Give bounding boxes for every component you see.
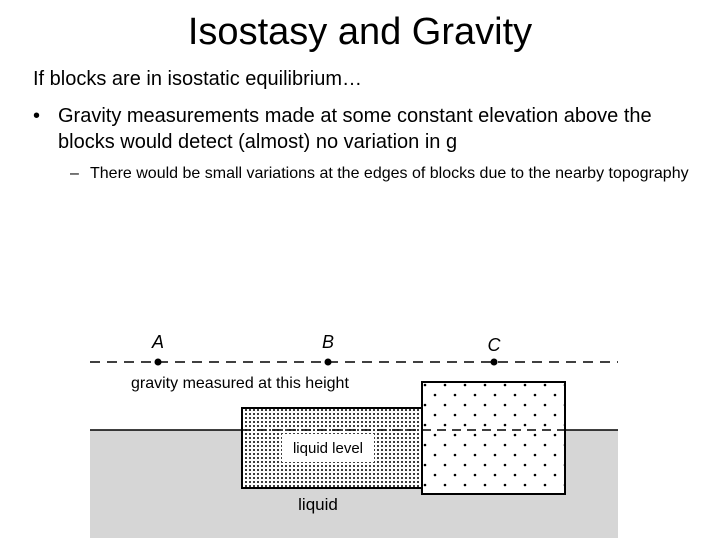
sub-bullet-text: There would be small variations at the e… bbox=[90, 165, 689, 182]
point-a-marker bbox=[154, 358, 162, 366]
point-b-marker bbox=[324, 358, 332, 366]
intro-text: If blocks are in isostatic equilibrium… bbox=[33, 68, 363, 90]
point-a-label: A bbox=[151, 332, 164, 352]
sub-bullet-marker: – bbox=[70, 165, 79, 182]
slide-title: Isostasy and Gravity bbox=[187, 11, 533, 53]
liquid-level-label-bg bbox=[282, 434, 374, 462]
point-c-marker bbox=[490, 358, 498, 366]
point-c-label: C bbox=[488, 335, 502, 355]
light-block bbox=[421, 381, 566, 495]
point-b-label: B bbox=[322, 332, 334, 352]
bullet-marker: • bbox=[33, 105, 41, 127]
isostasy-diagram: A B C gravity measured at this height li… bbox=[90, 332, 618, 538]
bullet-item: • Gravity measurements made at some cons… bbox=[33, 103, 693, 155]
measure-height-label: gravity measured at this height bbox=[131, 375, 349, 392]
liquid-level-label: liquid level bbox=[293, 440, 363, 457]
liquid-label: liquid bbox=[298, 495, 338, 514]
bullet-text: Gravity measurements made at some consta… bbox=[58, 105, 652, 153]
sub-bullet-item: – There would be small variations at the… bbox=[70, 163, 700, 185]
